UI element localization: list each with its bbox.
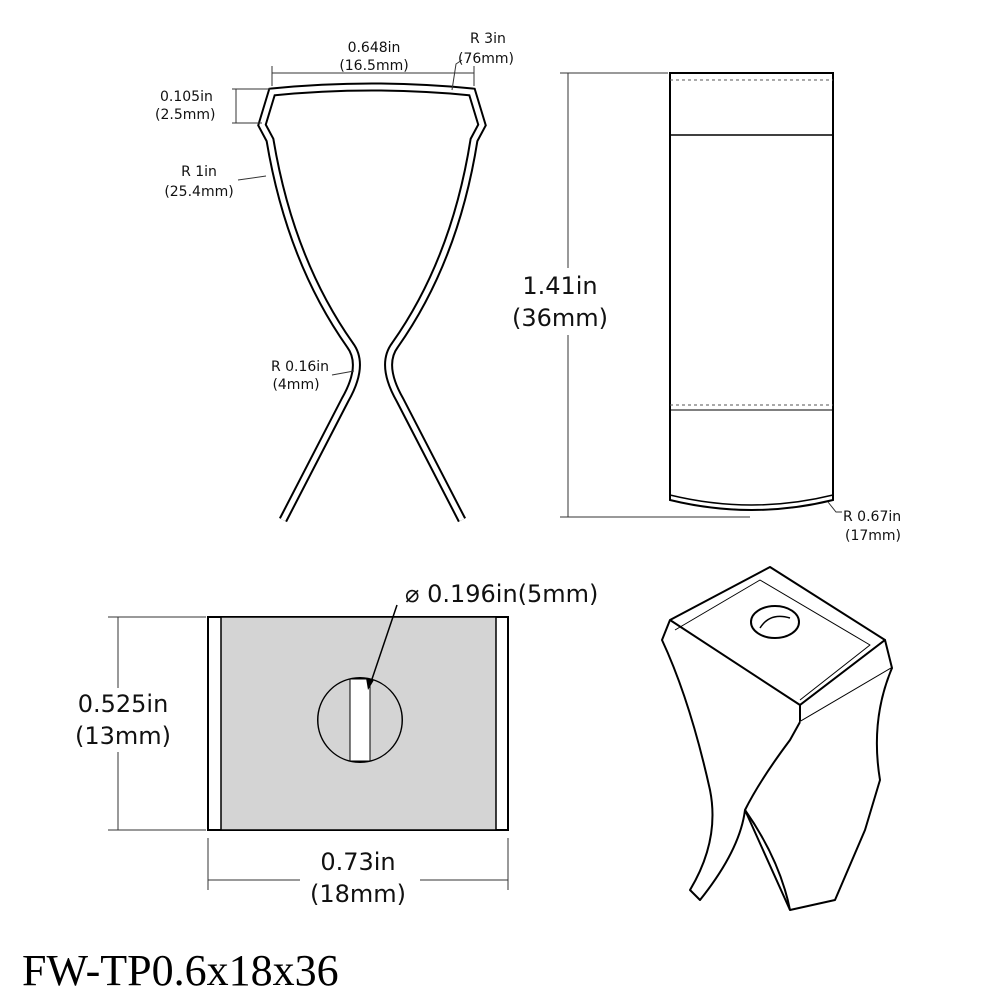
bottom-radius-mm: (17mm): [845, 528, 901, 544]
side-height-in: 1.41in: [522, 272, 597, 300]
bottom-radius-in: R 0.67in: [843, 509, 901, 525]
plate-height-in: 0.525in: [78, 690, 169, 718]
model-number: FW-TP0.6x18x36: [22, 946, 339, 995]
top-width-mm: (16.5mm): [339, 58, 408, 74]
hole-diameter: ⌀ 0.196in(5mm): [405, 580, 598, 608]
top-view: ⌀ 0.196in(5mm) 0.525in (13mm) 0.73in (18…: [75, 580, 598, 908]
notch-height-in: 0.105in: [160, 89, 213, 105]
plate-width-in: 0.73in: [320, 848, 395, 876]
clip-profile: [257, 82, 487, 523]
side-radius-mm: (25.4mm): [164, 184, 233, 200]
side-radius-in: R 1in: [181, 164, 217, 180]
top-radius-mm: (76mm): [458, 51, 514, 67]
side-height-mm: (36mm): [512, 304, 608, 332]
side-view: 1.41in (36mm) R 0.67in (17mm): [512, 72, 901, 544]
isometric-view: [661, 566, 893, 911]
plate-width-mm: (18mm): [310, 880, 406, 908]
top-radius-in: R 3in: [470, 31, 506, 47]
front-view: 0.648in (16.5mm) R 3in (76mm) 0.105in (2…: [155, 31, 514, 523]
bend-radius-mm: (4mm): [272, 377, 319, 393]
notch-height-mm: (2.5mm): [155, 107, 215, 123]
bend-radius-in: R 0.16in: [271, 359, 329, 375]
plate-height-mm: (13mm): [75, 722, 171, 750]
top-width-in: 0.648in: [348, 40, 401, 56]
